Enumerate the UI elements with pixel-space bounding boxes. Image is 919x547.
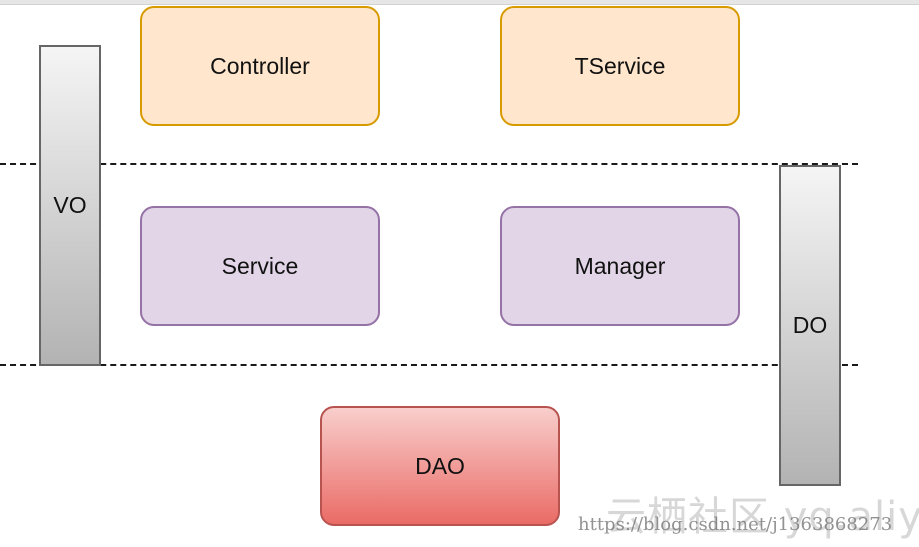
watermark-site-text: 云栖社区 yq.aliyun.com [606,494,919,540]
do-bar: DO [779,165,841,486]
dao-node: DAO [320,406,560,526]
manager-label: Manager [574,252,666,279]
controller-label: Controller [210,52,310,79]
window-top-border [0,0,919,5]
controller-node: Controller [140,6,380,126]
tservice-label: TService [574,52,666,79]
watermark-url-text: https://blog.csdn.net/j1363868273 [578,514,893,535]
layer-divider-top [0,163,858,165]
manager-node: Manager [500,206,740,326]
dao-label: DAO [415,452,465,479]
service-node: Service [140,206,380,326]
layer-divider-bottom [0,364,858,366]
vo-bar: VO [39,45,101,366]
service-label: Service [221,252,299,279]
vo-label: VO [53,192,87,218]
do-label: DO [792,312,828,338]
tservice-node: TService [500,6,740,126]
